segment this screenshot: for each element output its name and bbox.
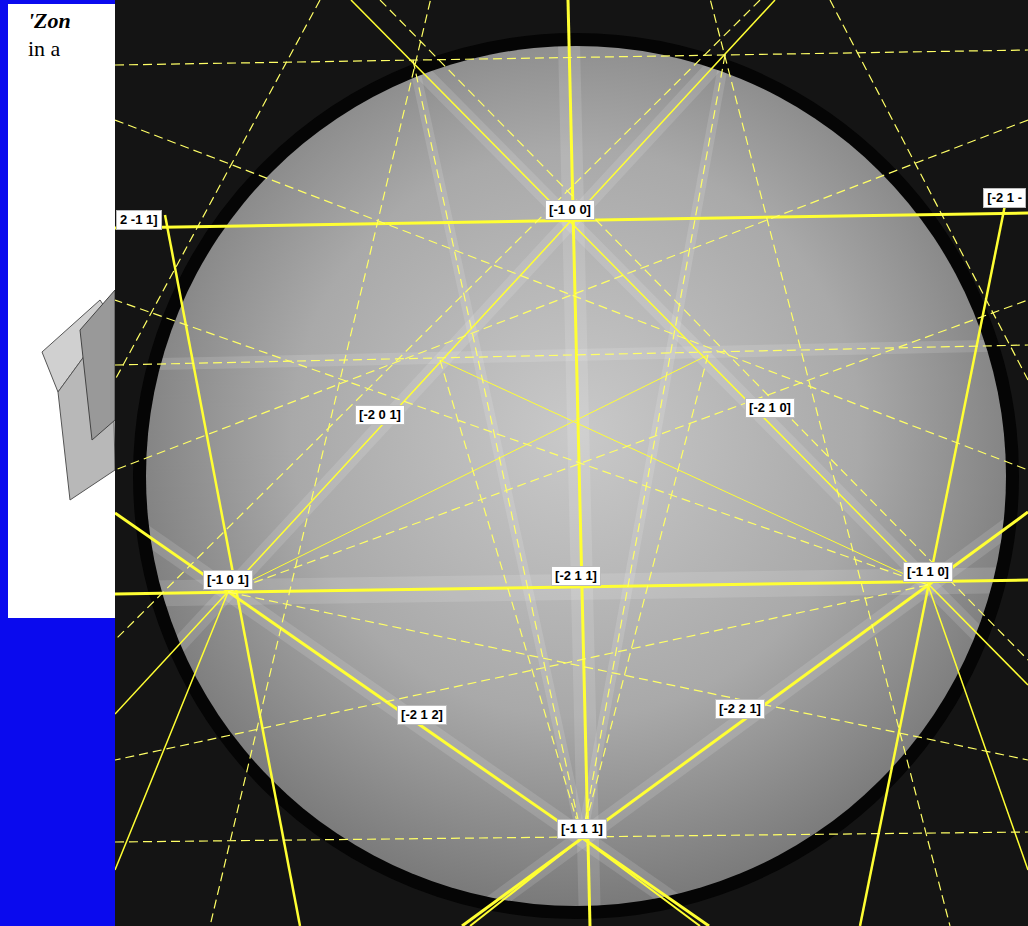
zone-axis-label: [-1 0 1]: [203, 570, 253, 590]
zone-lines: [115, 0, 1028, 926]
zone-axis-label: [-1 1 0]: [903, 562, 953, 582]
zone-axis-label: [-2 1 -: [983, 188, 1026, 208]
zone-axis-label: [-2 1 0]: [745, 398, 795, 418]
zone-axis-label: [-2 0 1]: [355, 405, 405, 425]
detector-background: [115, 0, 1028, 926]
zone-axis-label: [-2 2 1]: [715, 699, 765, 719]
zone-axis-label: [-1 1 1]: [557, 819, 607, 839]
zone-axis-label: [-1 0 0]: [545, 200, 595, 220]
slide-heading: 'Zon: [28, 8, 71, 34]
zone-axis-label: [-2 1 1]: [551, 566, 601, 586]
zone-axis-label: [-2 1 2]: [397, 705, 447, 725]
slide-heading: in a: [28, 36, 60, 62]
dashed-zone-lines: [115, 0, 1028, 926]
plane-sketch: [42, 290, 115, 500]
zone-axis-label: 2 -1 1]: [116, 210, 162, 230]
kikuchi-bands: [115, 0, 1028, 926]
